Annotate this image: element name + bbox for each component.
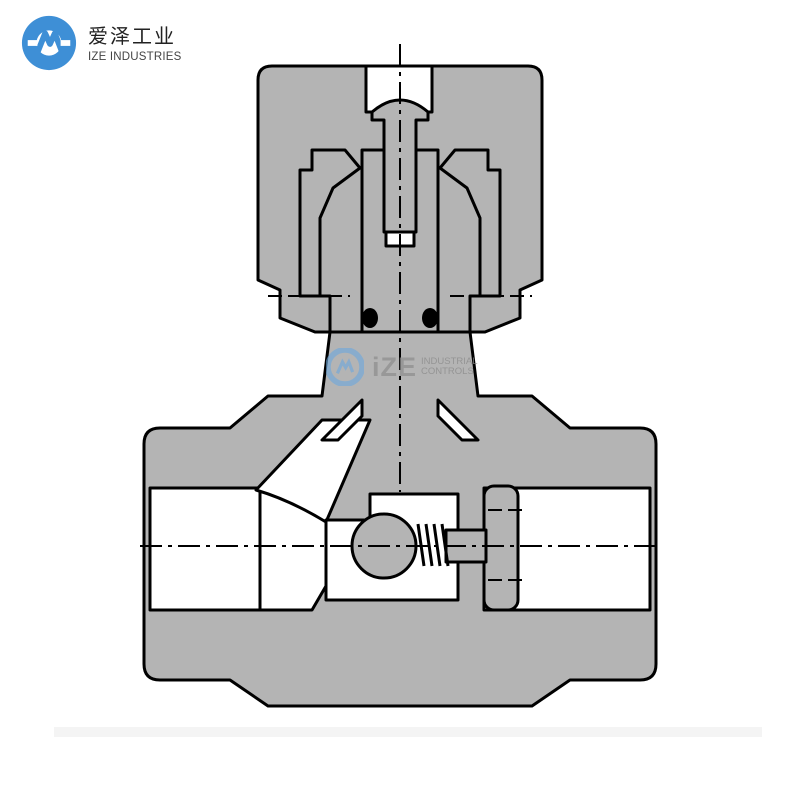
footer-bar — [54, 727, 762, 737]
watermark: iZE INDUSTRIAL CONTROLS — [326, 348, 478, 386]
angled-passage — [254, 418, 372, 524]
watermark-line2: CONTROLS — [421, 366, 474, 377]
company-logo: 爱泽工业 IZE INDUSTRIES — [20, 14, 182, 72]
inlet-port — [148, 486, 262, 612]
retainer-plug — [482, 484, 520, 612]
ize-logo-icon — [21, 15, 77, 71]
company-name-en: IZE INDUSTRIES — [88, 50, 182, 63]
watermark-mark: iZE — [372, 351, 418, 382]
company-name-cn: 爱泽工业 — [88, 23, 176, 48]
watermark-line1: INDUSTRIAL — [421, 356, 478, 367]
o-ring-right — [422, 308, 438, 328]
o-ring-left — [362, 308, 378, 328]
ize-watermark-icon — [326, 348, 364, 386]
